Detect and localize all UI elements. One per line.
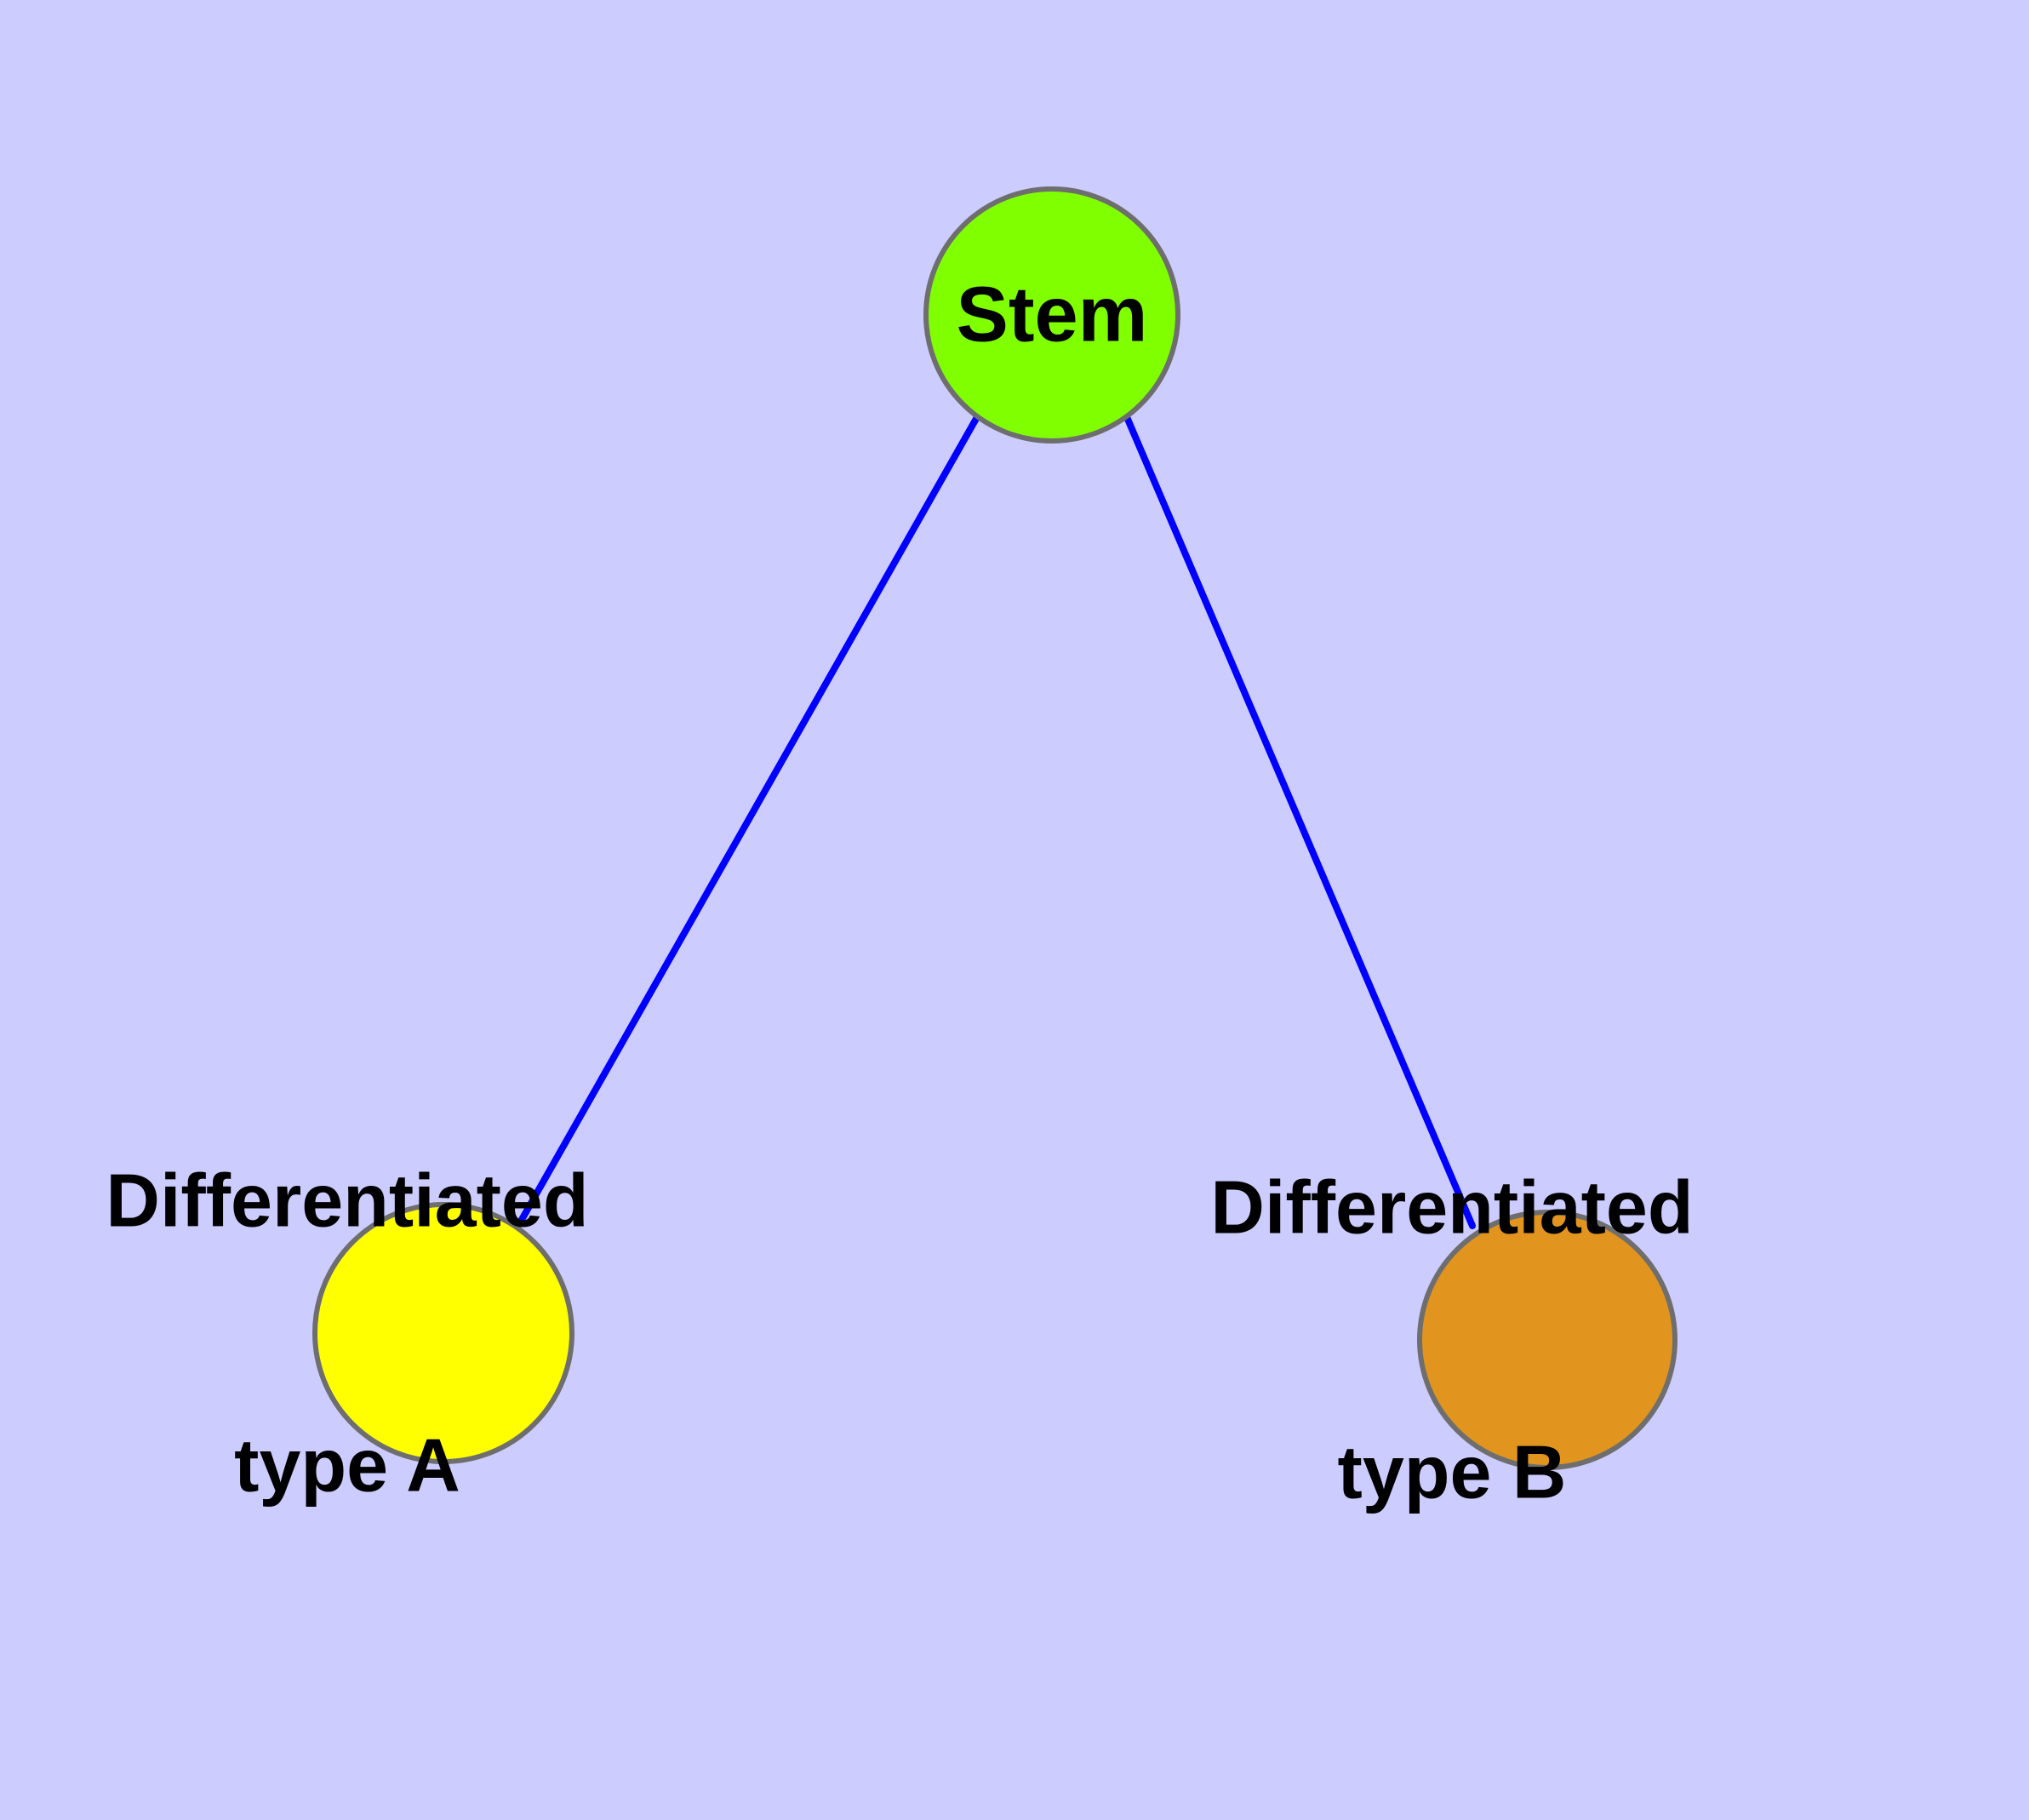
node-circle-stem[interactable] (923, 186, 1180, 444)
edge-stem-to-differentiated-type-b[interactable] (1123, 414, 1476, 1229)
edge-stem-to-differentiated-type-a[interactable] (516, 414, 980, 1228)
node-circle-differentiated-type-b[interactable] (1417, 1210, 1677, 1470)
node-circle-differentiated-type-a[interactable] (312, 1202, 574, 1464)
